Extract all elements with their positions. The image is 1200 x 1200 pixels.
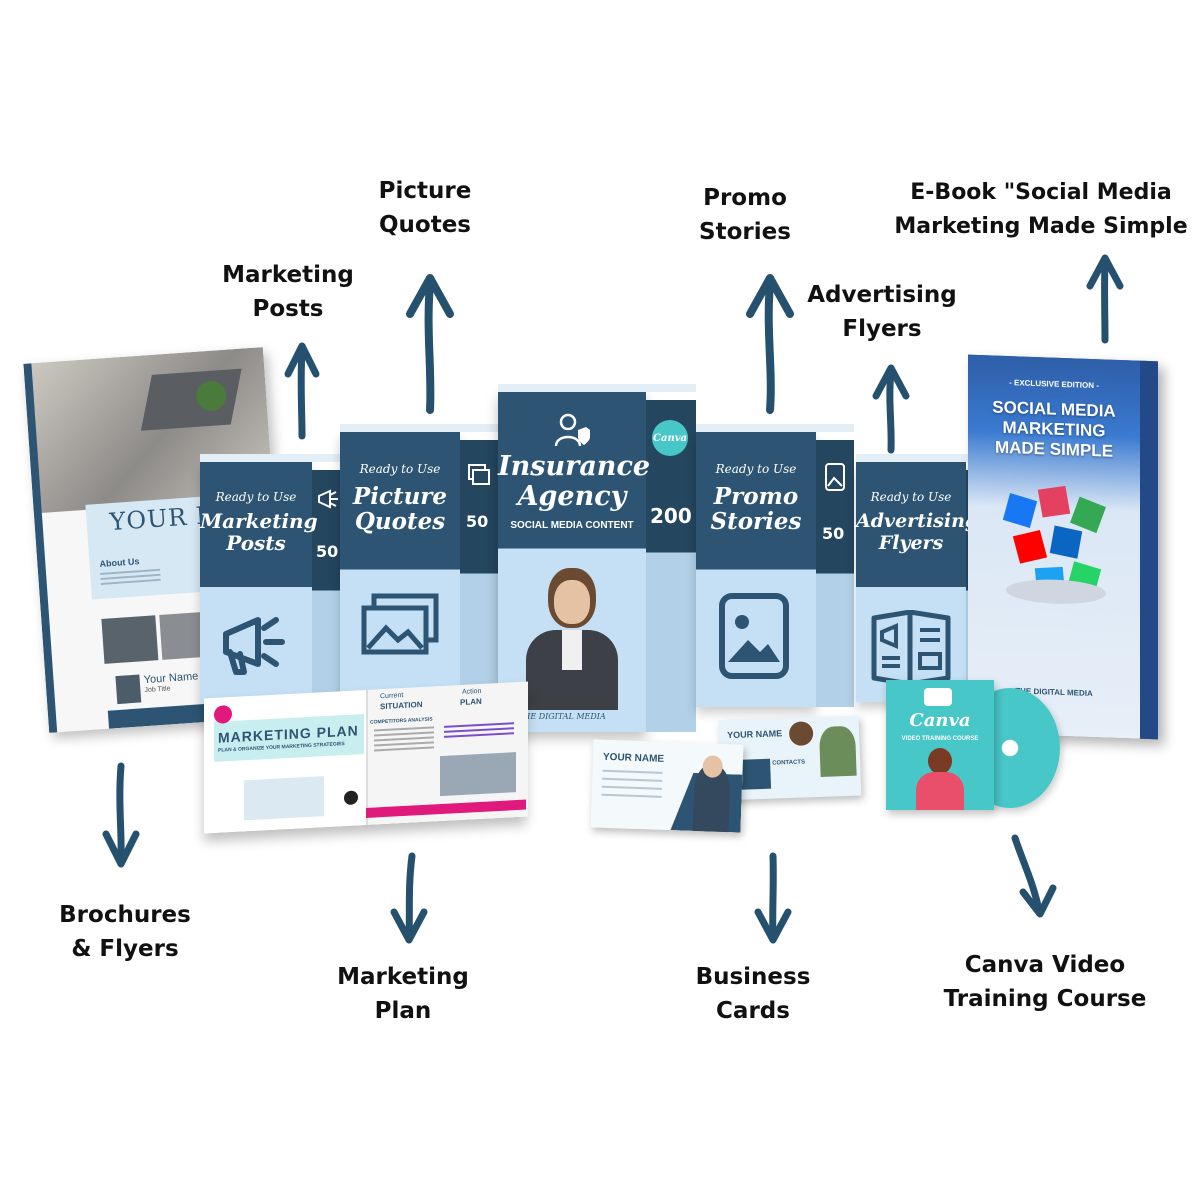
box-picture-quotes-ready: Ready to Use (359, 462, 441, 476)
arrow-marketing-plan-icon (390, 852, 428, 944)
box-promo-stories-ready: Ready to Use (715, 462, 797, 476)
images-icon (361, 593, 439, 655)
label-marketing-posts: Marketing Posts (222, 262, 354, 322)
arrow-picture-quotes-icon (406, 274, 454, 414)
shield-person-icon (554, 413, 590, 447)
arrow-advertising-flyers-icon (872, 364, 910, 454)
plan-plan-word: PLAN (460, 696, 482, 708)
box-main-subtitle: SOCIAL MEDIA CONTENT (510, 520, 634, 531)
megaphone-large-icon (223, 617, 285, 675)
arrow-ebook-icon (1086, 254, 1124, 344)
box-promo-stories: Ready to Use Promo Stories 50 (696, 424, 854, 707)
box-picture-quotes: Ready to Use Picture Quotes 50 (340, 424, 498, 707)
arrow-canva-course-icon (1011, 834, 1057, 918)
plan-current: Current (380, 691, 404, 701)
marketing-plan-book: MARKETING PLAN PLAN & ORGANIZE YOUR MARK… (204, 681, 528, 834)
box-marketing-posts-ready: Ready to Use (215, 490, 297, 504)
arrow-promo-stories-icon (746, 274, 794, 414)
label-promo-stories: Promo Stories (699, 185, 791, 245)
label-canva-course: Canva Video Training Course (943, 952, 1147, 1012)
ebook-social-icons (996, 485, 1116, 620)
label-advertising-flyers: Advertising Flyers (807, 282, 957, 342)
canva-badge-text: Canva (653, 432, 687, 444)
images-small-icon (468, 464, 490, 485)
dvd-subtitle: VIDEO TRAINING COURSE (901, 736, 979, 742)
box-promo-stories-title: Promo Stories (710, 483, 802, 535)
arrow-brochures-icon (102, 762, 140, 868)
label-brochures: Brochures & Flyers (59, 902, 191, 962)
canva-badge: Canva (652, 420, 688, 456)
business-card-front: YOUR NAME (590, 739, 744, 833)
ebook-mockup: - EXCLUSIVE EDITION - SOCIAL MEDIA MARKE… (968, 354, 1158, 740)
label-ebook: E-Book "Social Media Marketing Made Simp… (894, 180, 1188, 239)
box-main-brand: THE DIGITAL MEDIA (518, 712, 606, 721)
box-main-title: Insurance Agency (498, 451, 651, 512)
box-advertising-flyers-ready: Ready to Use (870, 490, 952, 504)
image-small-icon (825, 463, 845, 491)
label-marketing-plan: Marketing Plan (337, 964, 469, 1024)
box-picture-quotes-count: 50 (466, 512, 489, 531)
brochure-job: Job Title (144, 685, 171, 695)
dvd-person (910, 748, 970, 810)
dvd-case: Canva VIDEO TRAINING COURSE (886, 680, 994, 810)
box-marketing-posts-title: Marketing Posts (200, 509, 318, 555)
box-marketing-posts: Ready to Use Marketing Posts 50 (200, 454, 348, 702)
arrow-business-cards-icon (754, 852, 792, 944)
box-advertising-flyers-title: Advertising Flyers (856, 510, 979, 554)
label-business-cards: Business Cards (695, 964, 811, 1024)
card-name-1: YOUR NAME (602, 751, 665, 765)
card-name-2: YOUR NAME (726, 728, 783, 741)
megaphone-icon (318, 489, 338, 509)
box-promo-stories-count: 50 (822, 524, 845, 543)
brochure-your-name: Your Name (143, 670, 199, 687)
plan-action: Action (462, 687, 482, 696)
label-picture-quotes: Picture Quotes (378, 178, 472, 238)
flyer-icon (871, 610, 951, 686)
dvd-title: Canva (909, 710, 971, 731)
arrow-marketing-posts-icon (284, 342, 320, 440)
box-insurance-agency: Insurance Agency SOCIAL MEDIA CONTENT Ca… (498, 384, 696, 732)
agent-photo (512, 560, 632, 710)
ebook-title: SOCIAL MEDIA MARKETING MADE SIMPLE (992, 397, 1116, 461)
card-contact: CONTACTS (772, 759, 806, 767)
image-icon (719, 593, 789, 679)
box-picture-quotes-title: Picture Quotes (352, 483, 448, 535)
brochure-avatar (115, 674, 142, 705)
box-main-count: 200 (650, 504, 692, 528)
box-marketing-posts-count: 50 (316, 542, 339, 561)
